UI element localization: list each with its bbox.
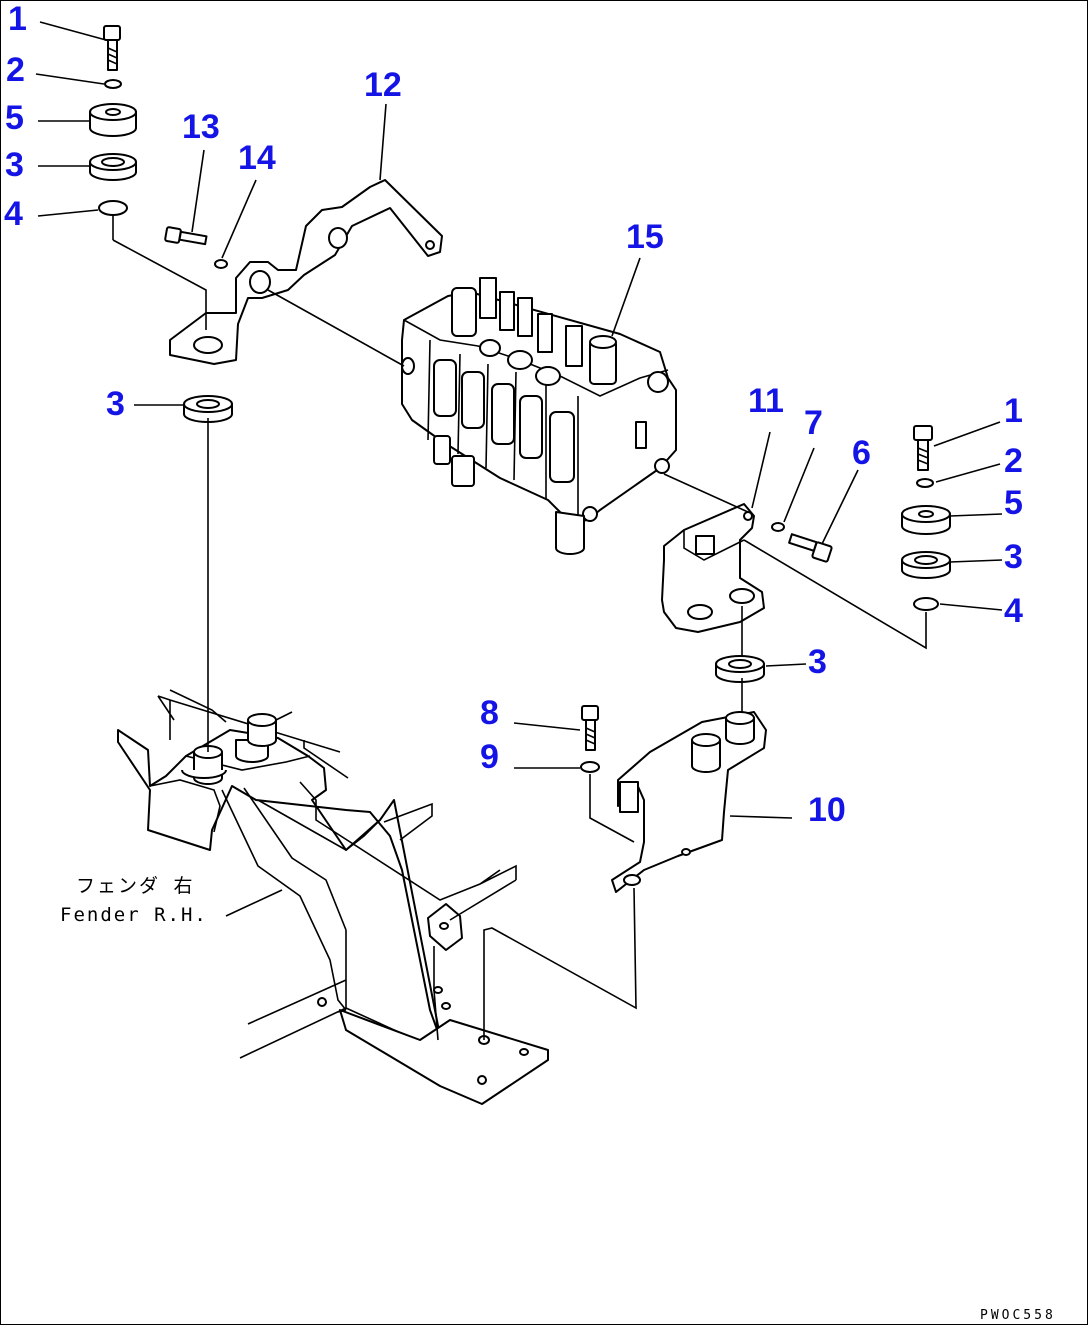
ring-4-left [98, 200, 128, 216]
washer-2-right [916, 478, 934, 488]
fender-label-jp: フェンダ 右 [76, 875, 195, 897]
callout-3-mid: 3 [808, 643, 827, 681]
bolt-1-right [913, 425, 933, 471]
callout-9: 9 [480, 738, 499, 776]
callout-12: 12 [364, 66, 402, 104]
bracket-10 [611, 711, 767, 893]
callout-13: 13 [182, 108, 220, 146]
washer-2-left [104, 79, 122, 89]
callout-11: 11 [748, 382, 784, 420]
fender-frame [117, 689, 549, 1105]
cushion-5-left [89, 103, 137, 137]
washer-7 [771, 522, 785, 532]
cushion-3-left-lower [183, 395, 233, 423]
callout-1-left: 1 [8, 0, 27, 38]
bracket-11 [661, 503, 765, 633]
callout-10: 10 [808, 791, 846, 829]
cushion-5-right [901, 505, 951, 535]
cushion-3-mid [715, 655, 765, 683]
callout-1-right: 1 [1004, 392, 1023, 430]
fender-label-en: Fender R.H. [60, 904, 208, 926]
callout-3-left-lower: 3 [106, 385, 125, 423]
cushion-3-left [89, 153, 137, 181]
washer-9 [580, 761, 600, 773]
washer-14 [214, 259, 228, 269]
callout-3-right: 3 [1004, 538, 1023, 576]
callout-5-left: 5 [5, 99, 24, 137]
callout-5-right: 5 [1004, 484, 1023, 522]
control-valve-15 [401, 277, 677, 555]
callout-8: 8 [480, 694, 499, 732]
callout-4-right: 4 [1004, 592, 1023, 630]
assembly-lines [35, 21, 1003, 1040]
cushion-3-right [901, 551, 951, 579]
callout-7: 7 [804, 404, 823, 442]
callout-6: 6 [852, 434, 871, 472]
callout-2-right: 2 [1004, 442, 1023, 480]
bracket-12 [169, 179, 443, 365]
callout-3-left: 3 [5, 146, 24, 184]
callout-15: 15 [626, 218, 664, 256]
bolt-6 [788, 533, 833, 563]
bolt-13 [164, 226, 208, 246]
callout-14: 14 [238, 139, 276, 177]
callout-4-left: 4 [4, 195, 23, 233]
callout-2-left: 2 [6, 51, 25, 89]
ring-4-right [913, 597, 939, 611]
bolt-8 [581, 705, 599, 751]
drawing-code: PWOC558 [980, 1308, 1056, 1323]
bolt-1-left [103, 25, 121, 71]
